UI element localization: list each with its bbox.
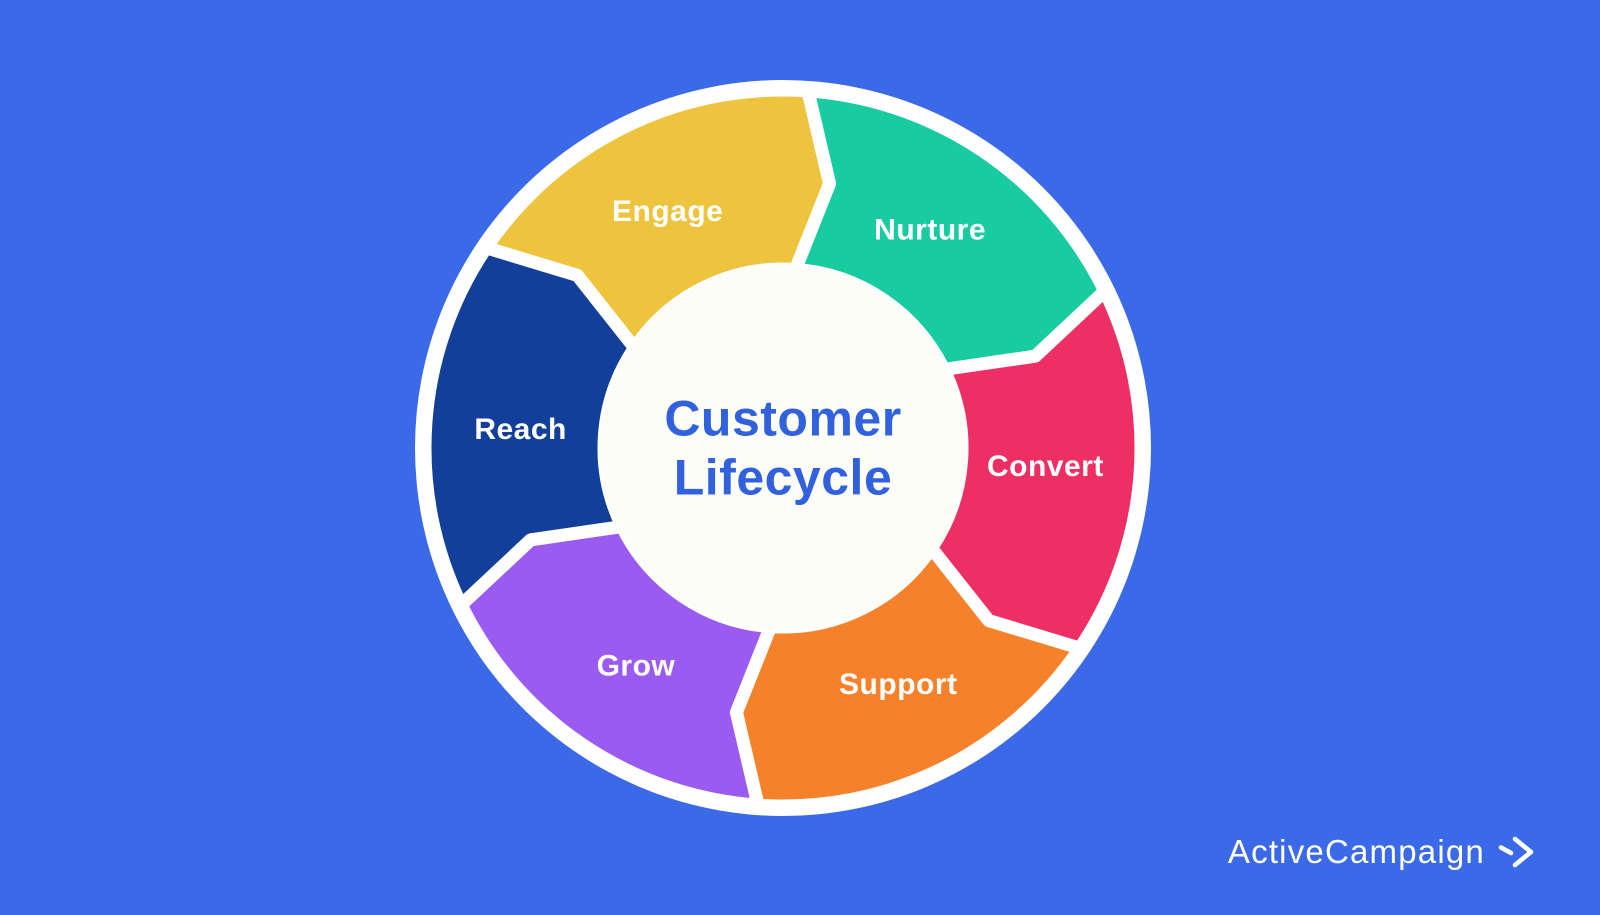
activecampaign-wordmark: ActiveCampaign (1227, 833, 1485, 870)
activecampaign-logo: ActiveCampaign (1228, 833, 1536, 871)
diagram-title: Customer Lifecycle (664, 390, 901, 507)
chevron-main-stroke (1512, 836, 1534, 868)
activecampaign-chevron-icon (1498, 836, 1534, 868)
segment-label-grow: Grow (597, 650, 676, 683)
wheel-center-circle (600, 265, 966, 631)
segment-label-reach: Reach (474, 413, 567, 446)
diagram-title-line2: Lifecycle (673, 449, 893, 505)
segment-label-support: Support (839, 668, 957, 701)
segment-label-engage: Engage (612, 195, 723, 228)
diagram-title-line1: Customer (664, 390, 902, 447)
segment-label-convert: Convert (987, 450, 1104, 483)
segment-label-nurture: Nurture (874, 214, 986, 247)
chevron-tick-stroke (1498, 845, 1514, 856)
